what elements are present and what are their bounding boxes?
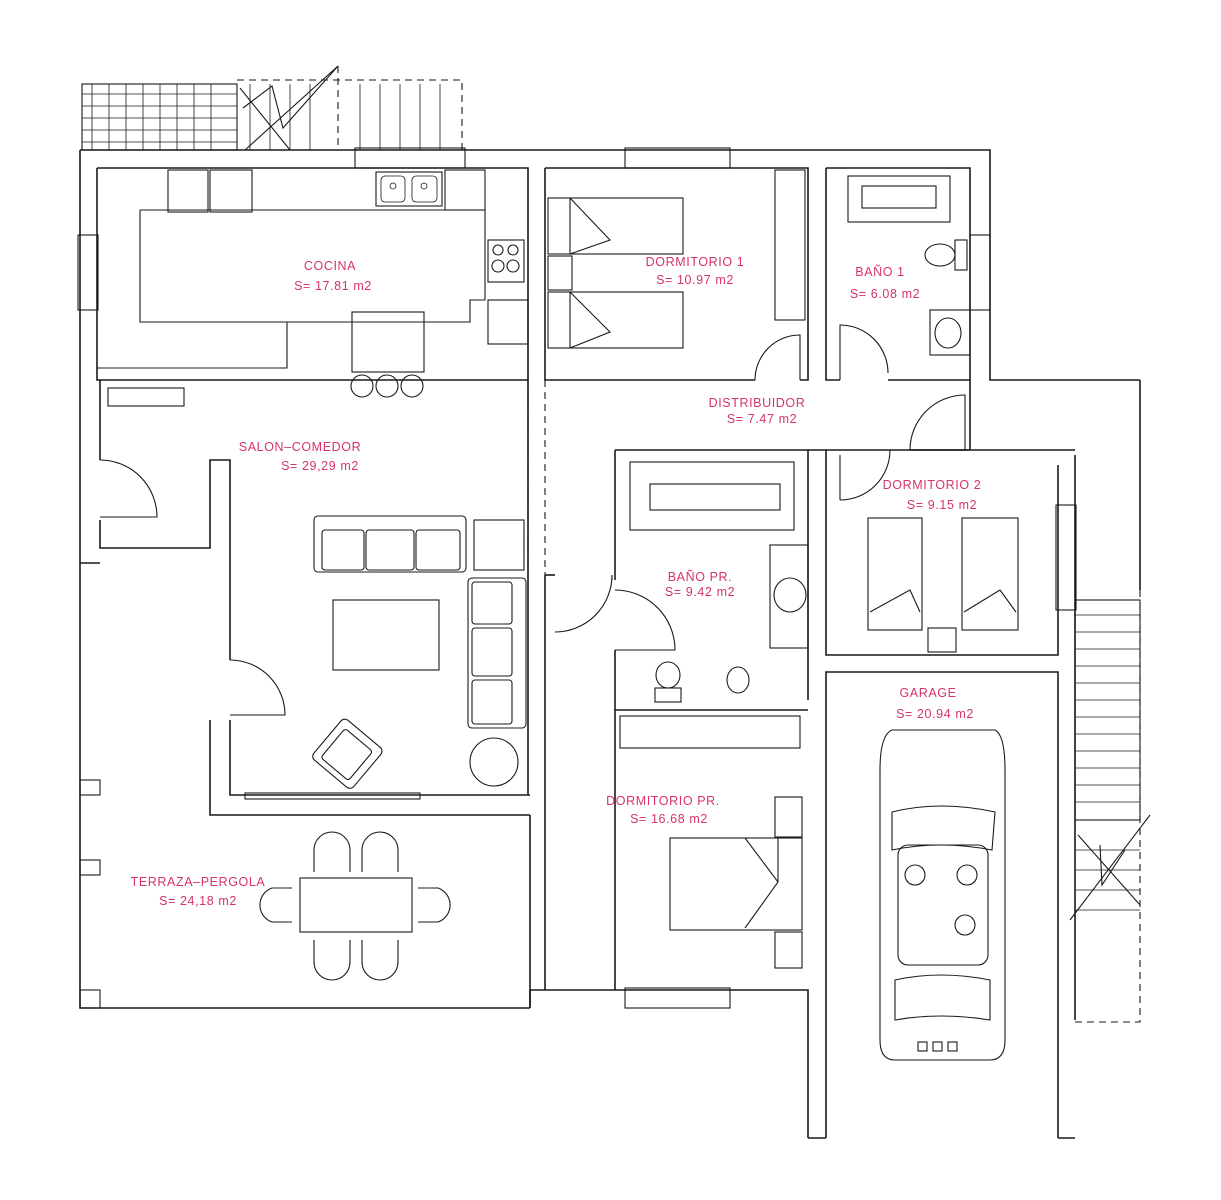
room-area-dormitorio2: S= 9.15 m2 — [907, 498, 977, 512]
room-name-bano1: BAÑO 1 — [855, 265, 904, 279]
bano1-fixtures — [847, 175, 971, 356]
interior-walls — [96, 167, 1075, 1008]
kitchen-furniture — [97, 169, 529, 407]
room-area-terraza: S= 24,18 m2 — [159, 894, 237, 908]
room-name-dormitoriopr: DORMITORIO PR. — [606, 794, 720, 808]
dormitorio2-furniture — [867, 517, 1019, 653]
stairs-top — [81, 65, 441, 151]
room-area-garage: S= 20.94 m2 — [896, 707, 974, 721]
room-name-dormitorio1: DORMITORIO 1 — [646, 255, 745, 269]
room-area-dormitorio1: S= 10.97 m2 — [656, 273, 734, 287]
room-name-terraza: TERRAZA–PERGOLA — [131, 875, 266, 889]
room-area-salon: S= 29,29 m2 — [281, 459, 359, 473]
room-area-dormitoriopr: S= 16.68 m2 — [630, 812, 708, 826]
car — [879, 729, 1006, 1061]
room-labels: COCINA S= 17.81 m2 DORMITORIO 1 S= 10.97… — [131, 255, 982, 908]
terrace-furniture — [259, 831, 451, 981]
room-name-cocina: COCINA — [304, 259, 356, 273]
doors — [99, 324, 966, 716]
room-name-dormitorio2: DORMITORIO 2 — [883, 478, 982, 492]
salon-furniture — [312, 515, 527, 789]
banopr-fixtures — [619, 461, 809, 749]
room-name-salon: SALON–COMEDOR — [239, 440, 361, 454]
dormitoriopr-furniture — [669, 796, 803, 969]
stairs-right — [1069, 599, 1151, 921]
exterior-walls — [79, 149, 1141, 1139]
room-area-cocina: S= 17.81 m2 — [294, 279, 372, 293]
room-area-distribuidor: S= 7.47 m2 — [727, 412, 797, 426]
room-name-distribuidor: DISTRIBUIDOR — [709, 396, 806, 410]
dormitorio1-furniture — [547, 169, 806, 349]
room-area-bano1: S= 6.08 m2 — [850, 287, 920, 301]
room-name-garage: GARAGE — [899, 686, 956, 700]
room-area-banopr: S= 9.42 m2 — [665, 585, 735, 599]
windows — [77, 147, 1077, 1009]
room-name-banopr: BAÑO PR. — [668, 570, 733, 584]
